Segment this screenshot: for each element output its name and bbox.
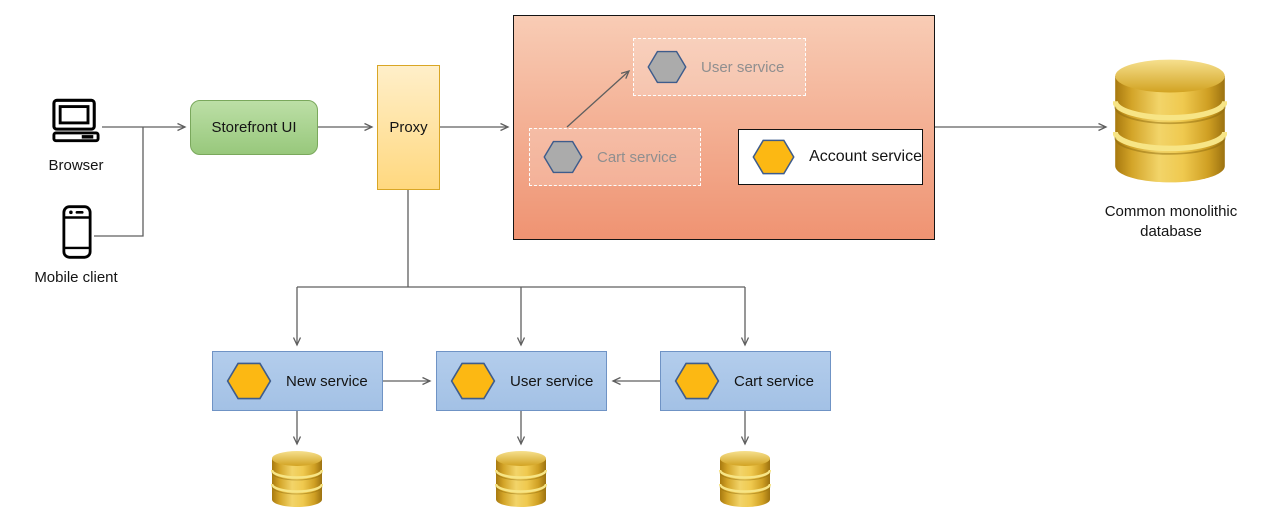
desktop-computer-icon[interactable]: [52, 98, 100, 143]
new-service-label: New service: [286, 372, 368, 390]
mobile-client-label: Mobile client: [34, 269, 118, 286]
user-service-node[interactable]: User service: [436, 351, 607, 411]
monolithic-database-icon[interactable]: [1113, 57, 1227, 185]
new-service-database-icon[interactable]: [271, 450, 323, 508]
storefront-ui-node[interactable]: Storefront UI: [190, 100, 318, 155]
account-service-hexagon-icon: [752, 139, 795, 175]
cart-service-database-icon[interactable]: [719, 450, 771, 508]
monolith-cart-service-node[interactable]: Cart service: [529, 128, 701, 186]
proxy-node[interactable]: Proxy: [377, 65, 440, 190]
user-service-label: User service: [510, 372, 594, 390]
monolithic-database-label: Common monolithic database: [1104, 203, 1238, 240]
monolith-cart-service-label: Cart service: [597, 148, 678, 166]
cart-service-hexagon-icon: [674, 362, 720, 400]
browser-label: Browser: [48, 157, 104, 174]
cart-service-hexagon-icon: [543, 140, 583, 174]
monolith-user-service-label: User service: [701, 58, 785, 76]
account-service-label: Account service: [809, 148, 922, 165]
user-service-hexagon-icon: [647, 50, 687, 84]
user-service-database-icon[interactable]: [495, 450, 547, 508]
cart-service-label: Cart service: [734, 372, 815, 390]
monolith-container[interactable]: User service Cart service Account servic…: [513, 15, 935, 240]
cart-service-node[interactable]: Cart service: [660, 351, 831, 411]
smartphone-icon[interactable]: [62, 204, 92, 260]
monolith-user-service-node[interactable]: User service: [633, 38, 806, 96]
account-service-node[interactable]: Account service: [738, 129, 923, 185]
user-service-hexagon-icon: [450, 362, 496, 400]
new-service-node[interactable]: New service: [212, 351, 383, 411]
edge-mobile-to-junction: [94, 127, 144, 237]
new-service-hexagon-icon: [226, 362, 272, 400]
storefront-ui-label: Storefront UI: [211, 119, 297, 136]
proxy-label: Proxy: [389, 119, 428, 136]
